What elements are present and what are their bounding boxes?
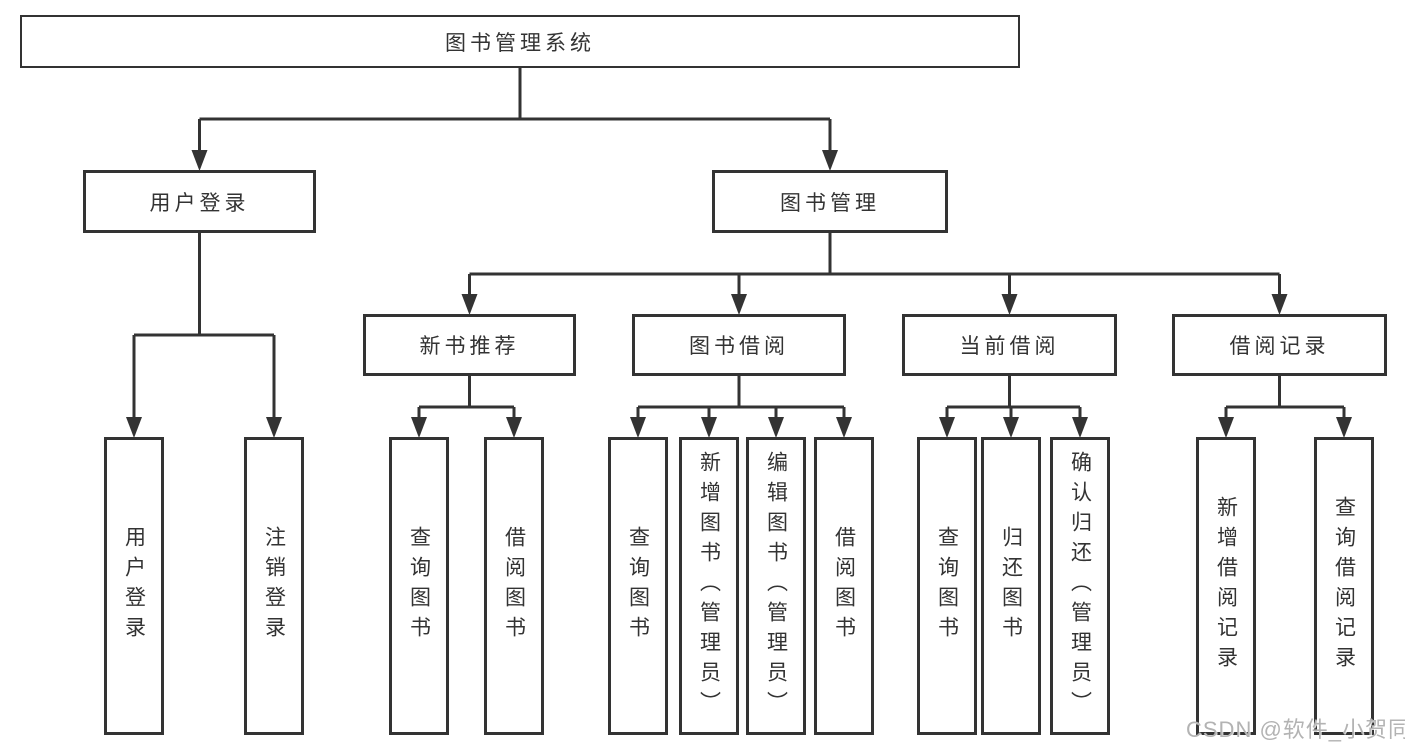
- node-return-books: 归还图书: [981, 437, 1041, 735]
- node-book-borrowing: 图书借阅: [632, 314, 846, 376]
- node-label: 图书借阅: [689, 335, 789, 358]
- node-book-management: 图书管理: [712, 170, 948, 233]
- node-label: 编辑图书（管理员）: [764, 451, 788, 721]
- node-user-login-leaf: 用户登录: [104, 437, 164, 735]
- node-borrow-books-newbook: 借阅图书: [484, 437, 544, 735]
- watermark: CSDN @软件_小贺同学: [1186, 717, 1405, 742]
- node-borrowing-records: 借阅记录: [1172, 314, 1387, 376]
- node-label: 新书推荐: [419, 335, 520, 358]
- node-label: 用户登录: [122, 526, 146, 646]
- node-new-book-recommend: 新书推荐: [363, 314, 576, 376]
- node-query-books-newbook: 查询图书: [389, 437, 449, 735]
- node-query-borrow-record: 查询借阅记录: [1314, 437, 1374, 735]
- node-label: 新增图书（管理员）: [697, 451, 721, 721]
- node-label: 归还图书: [999, 526, 1023, 646]
- node-label: 用户登录: [149, 191, 250, 215]
- node-label: 图书管理: [780, 191, 880, 215]
- node-query-books-borrow: 查询图书: [608, 437, 668, 735]
- node-edit-books-admin: 编辑图书（管理员）: [746, 437, 806, 735]
- node-borrow-books-borrow: 借阅图书: [814, 437, 874, 735]
- node-label: 借阅记录: [1229, 335, 1330, 358]
- node-label: 新增借阅记录: [1214, 496, 1238, 676]
- node-current-borrowing: 当前借阅: [902, 314, 1117, 376]
- node-label: 查询图书: [626, 526, 650, 646]
- node-label: 查询图书: [935, 526, 959, 646]
- node-add-borrow-record: 新增借阅记录: [1196, 437, 1256, 735]
- node-label: 查询图书: [407, 526, 431, 646]
- node-label: 图书管理系统: [445, 31, 595, 55]
- node-label: 确认归还（管理员）: [1068, 451, 1092, 721]
- node-label: 查询借阅记录: [1332, 496, 1356, 676]
- node-confirm-return-admin: 确认归还（管理员）: [1050, 437, 1110, 735]
- node-add-books-admin: 新增图书（管理员）: [679, 437, 739, 735]
- node-query-books-current: 查询图书: [917, 437, 977, 735]
- node-label: 当前借阅: [959, 335, 1060, 358]
- node-logout: 注销登录: [244, 437, 304, 735]
- node-library-system: 图书管理系统: [20, 15, 1020, 68]
- node-user-login: 用户登录: [83, 170, 316, 233]
- node-label: 借阅图书: [832, 526, 856, 646]
- node-label: 注销登录: [262, 526, 286, 646]
- node-label: 借阅图书: [502, 526, 526, 646]
